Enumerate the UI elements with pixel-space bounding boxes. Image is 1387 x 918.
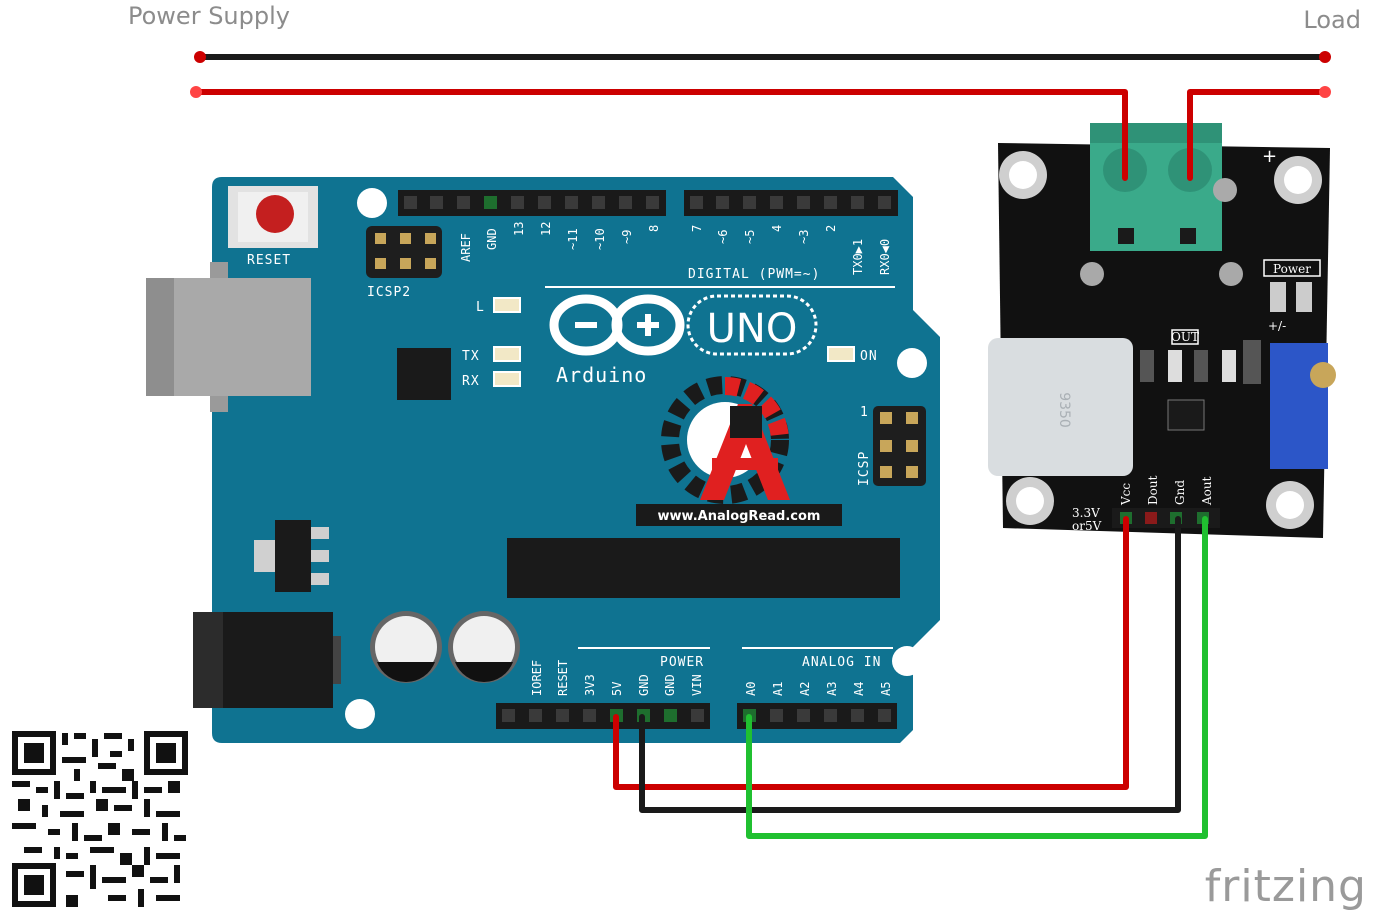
icsp2-label: ICSP2 [367,285,411,300]
module-pin-dout: Dout [1146,475,1160,505]
pin-label-a0: A0 [744,682,758,696]
pin-label-8: 8 [647,225,661,232]
power-supply-label: Power Supply [128,2,290,30]
pin-label-10: ~10 [593,228,607,250]
led-tx [493,346,521,362]
atmega-chip [507,538,900,598]
pin-label-a4: A4 [852,682,866,696]
pin-label-12: 12 [539,222,553,236]
qr-code [12,731,188,907]
pin-label-6: ~6 [716,230,730,244]
digital-pin-labels: AREF GND 13 12 ~11 ~10 ~9 8 7 ~6 ~5 4 ~3… [459,222,892,275]
sensor-label: 9350 [1056,392,1072,428]
screw-terminal[interactable] [1090,123,1222,251]
pin-label-a1: A1 [771,682,785,696]
voltage-line-1: 3.3V [1072,506,1100,520]
trimmer-mark: +/- [1268,319,1286,333]
wire-red-supply [193,89,1128,181]
led-l [493,297,521,313]
led-on [827,346,855,362]
led-rx [493,371,521,387]
digital-header[interactable] [398,190,898,216]
pin-label-a3: A3 [825,682,839,696]
pin-label-7: 7 [690,225,704,232]
voltage-regulator [254,520,329,592]
pin-label-gnd2: GND [663,674,677,696]
capacitor [448,611,520,683]
led-on-label: ON [860,349,878,364]
led-l-label: L [476,300,485,315]
reset-label: RESET [247,253,291,268]
pin-label-gnd1: GND [637,674,651,696]
logo-arduino-text: Arduino [556,363,647,387]
power-led-label: Power [1273,262,1311,276]
pin-label-vin: VIN [690,674,704,696]
load-label: Load [1303,6,1361,34]
module-pin-gnd: Gnd [1173,480,1187,505]
pin-label-rx0: RX0◀0 [878,239,892,275]
pin-label-5: ~5 [743,230,757,244]
trimmer-potentiometer[interactable] [1270,343,1336,469]
pin-label-3: ~3 [797,230,811,244]
reset-button[interactable] [228,186,318,248]
mount-hole [897,348,927,378]
analog-label: ANALOG IN [802,655,881,670]
pin-label-13: 13 [512,222,526,236]
icsp-pin1-label: 1 [860,405,869,420]
arduino-logo: UNO Arduino [549,294,818,387]
pin-label-2: 2 [824,225,838,232]
pin-label-reset: RESET [556,660,570,696]
usb-connector [146,262,311,412]
module-pin-aout: Aout [1200,476,1214,506]
pin-label-4: 4 [770,225,784,232]
out-led-label: OUT [1171,330,1199,344]
pin-label-ioref: IOREF [530,660,544,696]
mount-hole [345,699,375,729]
wire-red-load [1187,89,1328,181]
hall-sensor-ic: 9350 [988,338,1133,476]
pin-label-gnd: GND [485,228,499,250]
pin-label-5v: 5V [610,682,624,696]
capacitor [370,611,442,683]
led-tx-label: TX [462,349,480,364]
current-sensor-module: + 9350 OUT Power +/- Vcc Dout Gnd [988,123,1336,538]
power-header[interactable] [496,703,710,729]
module-pin-labels: Vcc Dout Gnd Aout [1119,475,1214,506]
power-pin-labels: IOREF RESET 3V3 5V GND GND VIN [530,660,704,696]
pin-label-9: ~9 [620,230,634,244]
pin-label-a2: A2 [798,682,812,696]
pin-label-3v3: 3V3 [583,674,597,696]
power-label: POWER [660,655,704,670]
usb-chip [397,348,451,400]
led-rx-label: RX [462,374,480,389]
fritzing-watermark: fritzing [1204,861,1367,912]
arduino-uno-board: RESET ICSP2 AREF GND 13 [146,177,940,743]
pin-label-a5: A5 [879,682,893,696]
analog-header[interactable] [737,703,897,729]
wire-red-5v-vcc [613,516,1129,790]
analog-pin-labels: A0 A1 A2 A3 A4 A5 [744,682,893,696]
wires [190,51,1331,839]
wire-green-a0-aout [746,516,1208,839]
mount-hole [357,188,387,218]
mount-hole [892,646,922,676]
pin-label-aref: AREF [459,233,473,262]
analogread-logo: www.AnalogRead.com [636,376,842,526]
pin-label-tx0: TX0▶1 [851,239,865,275]
icsp-label: ICSP [857,451,872,486]
dc-barrel-jack [193,612,341,708]
icsp-header [873,406,926,486]
module-pin-vcc: Vcc [1119,483,1133,506]
watermark-url: www.AnalogRead.com [658,509,821,524]
digital-label: DIGITAL (PWM=~) [688,267,820,282]
module-plus-label: + [1262,146,1277,167]
voltage-line-2: or5V [1072,519,1102,533]
wire-black-gnd [639,516,1181,813]
logo-uno-text: UNO [707,306,798,352]
pin-label-11: ~11 [566,228,580,250]
icsp2-header [366,226,442,278]
